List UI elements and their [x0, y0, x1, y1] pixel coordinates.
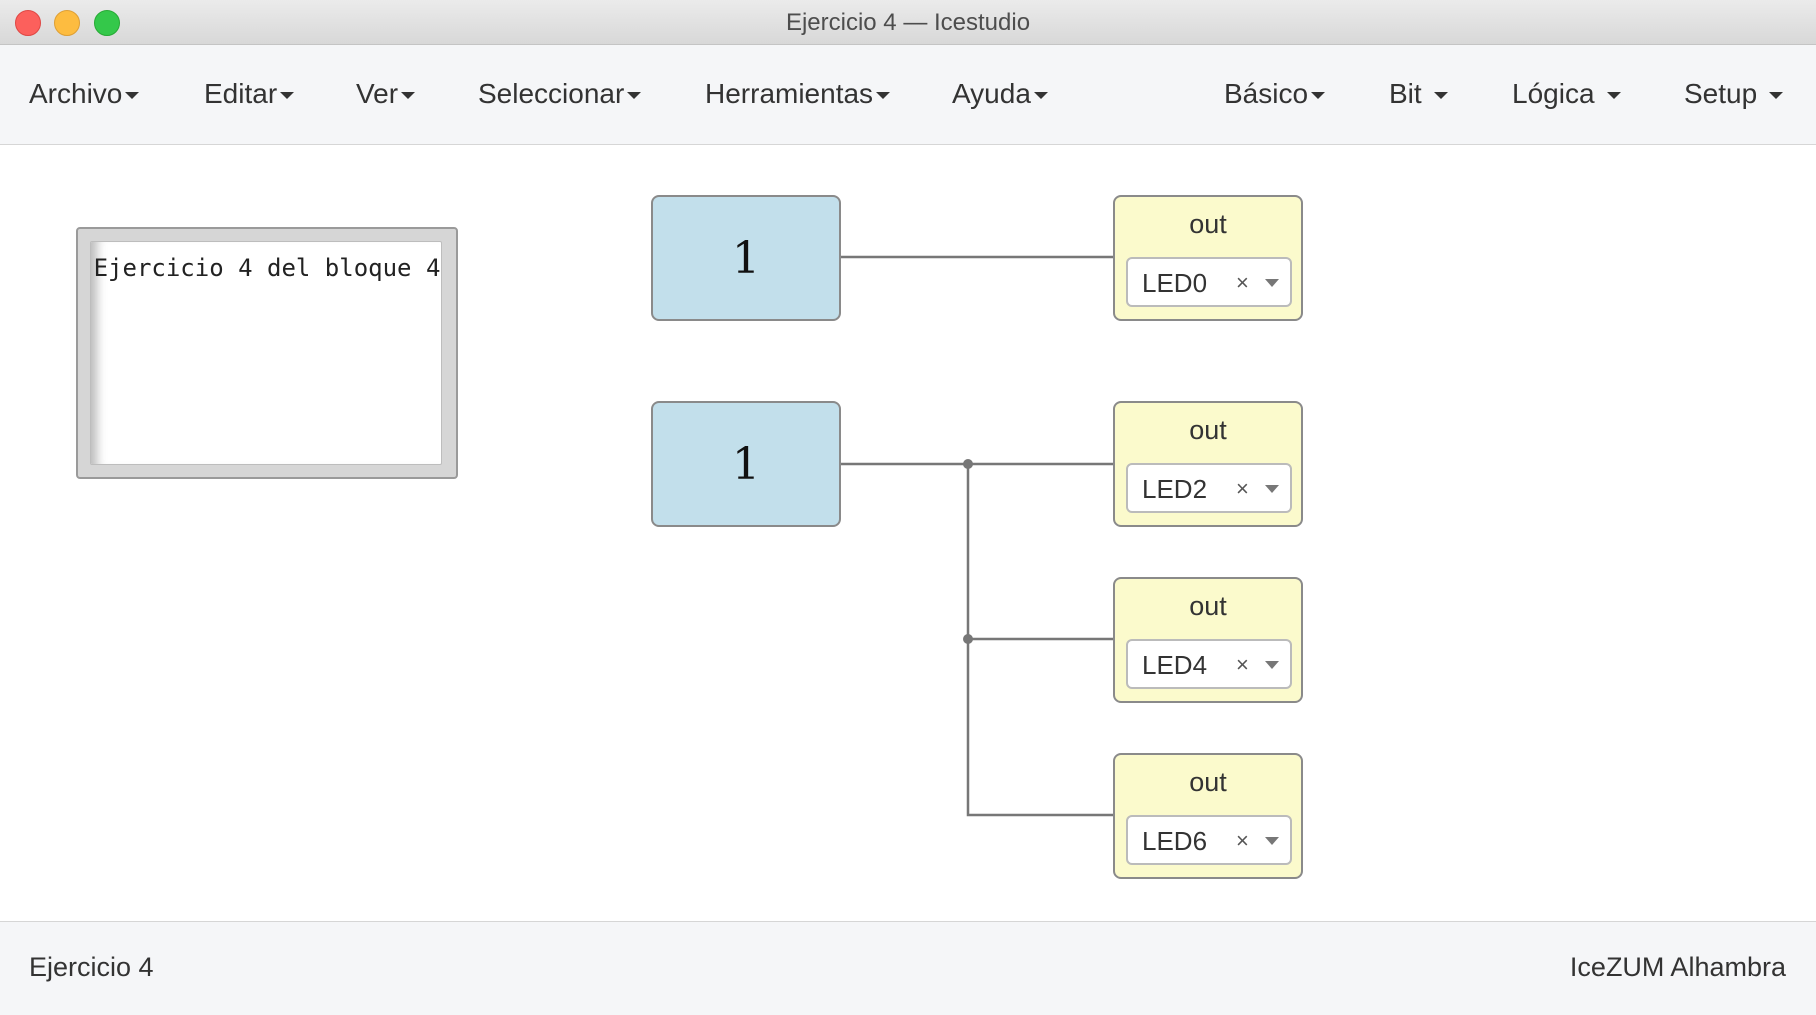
wire-const2-led4[interactable]	[966, 464, 1114, 641]
chevron-down-icon	[401, 92, 416, 100]
chevron-down-icon	[1311, 92, 1326, 100]
menu-ver[interactable]: Ver	[356, 78, 416, 110]
wire-junction	[963, 634, 973, 644]
clear-icon[interactable]: ×	[1236, 652, 1249, 677]
dropdown-arrow-icon[interactable]	[1265, 661, 1279, 669]
wire-junction	[963, 459, 973, 469]
menu-herramientas[interactable]: Herramientas	[705, 78, 891, 110]
output-label: out	[1189, 767, 1227, 797]
output-block-led0[interactable]: out LED0 ×	[1113, 195, 1303, 321]
menu-archivo[interactable]: Archivo	[29, 78, 140, 110]
pin-value: LED0	[1142, 268, 1208, 298]
pin-value: LED4	[1142, 650, 1208, 680]
status-bar: Ejercicio 4 IceZUM Alhambra	[0, 921, 1816, 1015]
chevron-down-icon	[280, 92, 295, 100]
menu-basico[interactable]: Básico	[1224, 78, 1326, 110]
menu-editar[interactable]: Editar	[204, 78, 295, 110]
chevron-down-icon	[125, 92, 140, 100]
menu-ver-label: Ver	[356, 78, 399, 109]
pin-select[interactable]: LED6 ×	[1126, 815, 1292, 865]
chevron-down-icon	[1606, 92, 1621, 100]
chevron-down-icon	[1033, 92, 1048, 100]
menu-ayuda-label: Ayuda	[952, 78, 1031, 109]
output-block-led2[interactable]: out LED2 ×	[1113, 401, 1303, 527]
chevron-down-icon	[1769, 92, 1784, 100]
menu-bar: Archivo Editar Ver Seleccionar Herramien…	[0, 45, 1816, 145]
chevron-down-icon	[627, 92, 642, 100]
pin-select[interactable]: LED2 ×	[1126, 463, 1292, 513]
constant-block[interactable]: 1	[651, 195, 841, 321]
wire-const2-led6[interactable]	[966, 639, 1114, 817]
window-title-bar: Ejercicio 4 — Icestudio	[0, 0, 1816, 45]
comment-block[interactable]: Ejercicio 4 del bloque 4	[76, 227, 458, 479]
dropdown-arrow-icon[interactable]	[1265, 837, 1279, 845]
wires-layer	[840, 255, 1114, 817]
menu-bit-label: Bit	[1389, 78, 1422, 109]
menu-logica[interactable]: Lógica	[1512, 78, 1621, 110]
menu-archivo-label: Archivo	[29, 78, 123, 109]
output-label: out	[1189, 209, 1227, 239]
constant-value: 1	[732, 232, 760, 284]
close-window-button[interactable]	[15, 10, 41, 36]
chevron-down-icon	[1433, 92, 1448, 100]
minimize-window-button[interactable]	[54, 10, 80, 36]
menu-setup-label: Setup	[1684, 78, 1758, 109]
menu-basico-label: Básico	[1224, 78, 1309, 109]
maximize-window-button[interactable]	[94, 10, 120, 36]
comment-text: Ejercicio 4 del bloque 4	[93, 254, 441, 282]
menu-editar-label: Editar	[204, 78, 278, 109]
pin-select[interactable]: LED4 ×	[1126, 639, 1292, 689]
output-block-led6[interactable]: out LED6 ×	[1113, 753, 1303, 879]
constant-value: 1	[732, 438, 760, 490]
window-title: Ejercicio 4 — Icestudio	[785, 9, 1031, 36]
menu-bit[interactable]: Bit	[1389, 78, 1448, 110]
output-block-led4[interactable]: out LED4 ×	[1113, 577, 1303, 703]
pin-value: LED6	[1142, 826, 1208, 856]
menu-logica-label: Lógica	[1512, 78, 1595, 109]
clear-icon[interactable]: ×	[1236, 828, 1249, 853]
pin-value: LED2	[1142, 474, 1208, 504]
board-name[interactable]: IceZUM Alhambra	[1569, 952, 1786, 982]
comment-textarea[interactable]: Ejercicio 4 del bloque 4	[90, 241, 442, 465]
menu-seleccionar[interactable]: Seleccionar	[478, 78, 642, 110]
menu-setup[interactable]: Setup	[1684, 78, 1784, 110]
pin-select[interactable]: LED0 ×	[1126, 257, 1292, 307]
project-name: Ejercicio 4	[29, 952, 154, 982]
circuit-canvas[interactable]: Ejercicio 4 del bloque 4 1 1 out LED0 × …	[0, 145, 1816, 921]
menu-seleccionar-label: Seleccionar	[478, 78, 625, 109]
clear-icon[interactable]: ×	[1236, 270, 1249, 295]
menu-ayuda[interactable]: Ayuda	[952, 78, 1048, 110]
output-label: out	[1189, 591, 1227, 621]
dropdown-arrow-icon[interactable]	[1265, 279, 1279, 287]
constant-block[interactable]: 1	[651, 401, 841, 527]
dropdown-arrow-icon[interactable]	[1265, 485, 1279, 493]
chevron-down-icon	[876, 92, 891, 100]
output-label: out	[1189, 415, 1227, 445]
menu-herramientas-label: Herramientas	[705, 78, 874, 109]
clear-icon[interactable]: ×	[1236, 476, 1249, 501]
